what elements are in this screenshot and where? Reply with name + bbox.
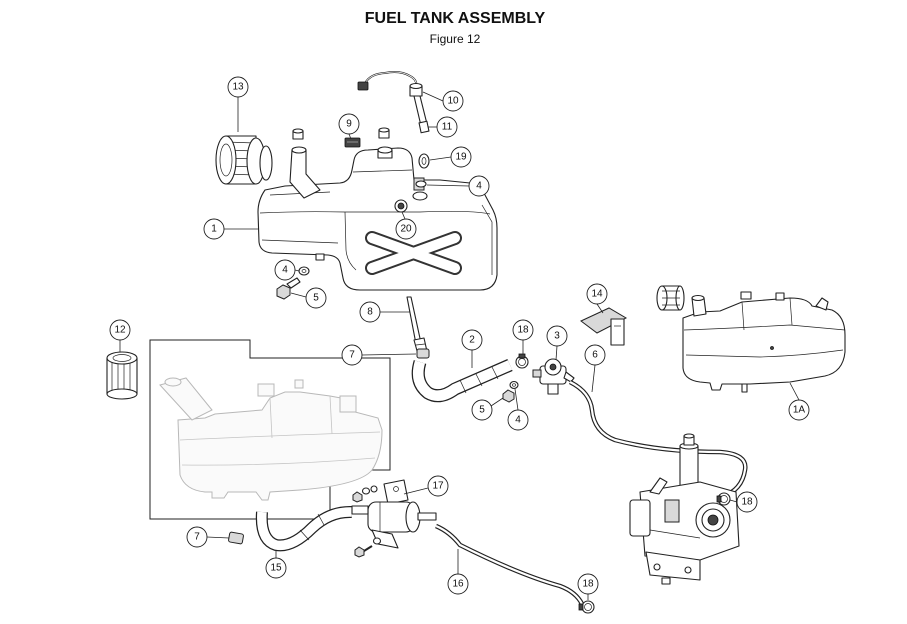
hose-clamp-18-line <box>578 600 595 614</box>
washer-4-lower <box>298 266 310 276</box>
svg-text:14: 14 <box>591 289 603 300</box>
callout-1A: 1A <box>788 382 810 421</box>
hose-clamp-18-carb <box>716 492 731 506</box>
bracket-14 <box>580 307 628 346</box>
svg-text:18: 18 <box>741 497 753 508</box>
svg-text:9: 9 <box>346 119 352 130</box>
callout-7-upper: 7 <box>341 344 417 366</box>
fuel-line-16 <box>435 523 585 606</box>
callout-2: 2 <box>461 329 483 368</box>
svg-text:4: 4 <box>476 181 482 192</box>
callout-20: 20 <box>395 211 417 240</box>
svg-text:1: 1 <box>211 224 217 235</box>
callout-8: 8 <box>359 301 410 323</box>
callout-6: 6 <box>584 344 606 393</box>
svg-text:15: 15 <box>270 563 282 574</box>
svg-text:3: 3 <box>554 331 560 342</box>
svg-text:4: 4 <box>515 415 521 426</box>
fuel-sender-10 <box>357 71 423 97</box>
callout-19: 19 <box>429 146 472 168</box>
washer-4-valve <box>509 380 519 390</box>
diagram-title: FUEL TANK ASSEMBLY <box>365 10 546 27</box>
svg-text:13: 13 <box>232 82 244 93</box>
vent-cap-center <box>378 127 390 139</box>
fuel-tank-1A <box>656 285 846 393</box>
carburetor <box>629 433 740 585</box>
svg-text:20: 20 <box>400 224 412 235</box>
callout-16: 16 <box>447 549 469 595</box>
fuel-valve-3 <box>532 358 575 395</box>
callout-1: 1 <box>203 218 258 240</box>
callout-10: 10 <box>422 90 464 112</box>
svg-text:8: 8 <box>367 307 373 318</box>
bolt-5-valve <box>502 389 515 403</box>
callout-18-carb: 18 <box>729 491 758 513</box>
svg-text:4: 4 <box>282 265 288 276</box>
bolt-20 <box>394 199 408 213</box>
fuel-line-6 <box>568 379 748 500</box>
svg-text:19: 19 <box>455 152 467 163</box>
fuel-hose-15 <box>255 505 353 552</box>
callout-13: 13 <box>227 76 249 132</box>
alternate-assembly-outline <box>149 339 391 520</box>
washer-4-tank <box>415 180 427 188</box>
callout-11: 11 <box>428 116 458 138</box>
svg-text:1A: 1A <box>793 405 806 416</box>
ghost-fuel-tank <box>159 377 383 501</box>
svg-text:10: 10 <box>447 96 459 107</box>
vent-cap-left <box>292 128 304 140</box>
fuel-hose-2 <box>411 359 513 403</box>
callout-5-valve: 5 <box>471 397 504 421</box>
svg-text:7: 7 <box>349 350 355 361</box>
fuel-cap-13 <box>215 135 273 185</box>
callout-18-valve: 18 <box>512 319 534 354</box>
svg-text:12: 12 <box>114 325 126 336</box>
callout-4-tank: 4 <box>426 175 490 197</box>
svg-text:7: 7 <box>194 532 200 543</box>
bolt-5-lower <box>276 277 301 300</box>
callout-17: 17 <box>403 475 449 497</box>
svg-text:11: 11 <box>442 122 453 133</box>
pump-fasteners <box>352 485 382 558</box>
callout-14: 14 <box>586 283 608 314</box>
svg-text:18: 18 <box>517 325 529 336</box>
callout-9: 9 <box>338 113 360 140</box>
svg-text:2: 2 <box>469 335 475 346</box>
svg-text:5: 5 <box>479 405 485 416</box>
fuel-cap-12 <box>106 351 138 400</box>
washer-19 <box>418 153 430 169</box>
callout-12: 12 <box>109 319 131 352</box>
figure-label: Figure 12 <box>430 32 481 46</box>
hose-clamp-18-valve <box>515 353 529 369</box>
callout-7-lower: 7 <box>186 526 230 548</box>
callout-15: 15 <box>265 551 287 579</box>
callout-4-lower: 4 <box>274 259 300 281</box>
svg-text:18: 18 <box>582 579 594 590</box>
sender-tube-11 <box>413 95 430 134</box>
svg-text:16: 16 <box>452 579 464 590</box>
grommet-9 <box>344 137 361 148</box>
svg-text:5: 5 <box>313 293 319 304</box>
svg-text:6: 6 <box>592 350 598 361</box>
hose-clip-7-upper <box>416 348 430 359</box>
svg-text:17: 17 <box>432 481 444 492</box>
hose-clip-7-lower <box>228 531 244 545</box>
callout-4-valve: 4 <box>507 388 529 431</box>
callout-3: 3 <box>546 325 568 361</box>
callout-18-line: 18 <box>577 573 599 600</box>
callout-5-lower: 5 <box>290 287 327 309</box>
